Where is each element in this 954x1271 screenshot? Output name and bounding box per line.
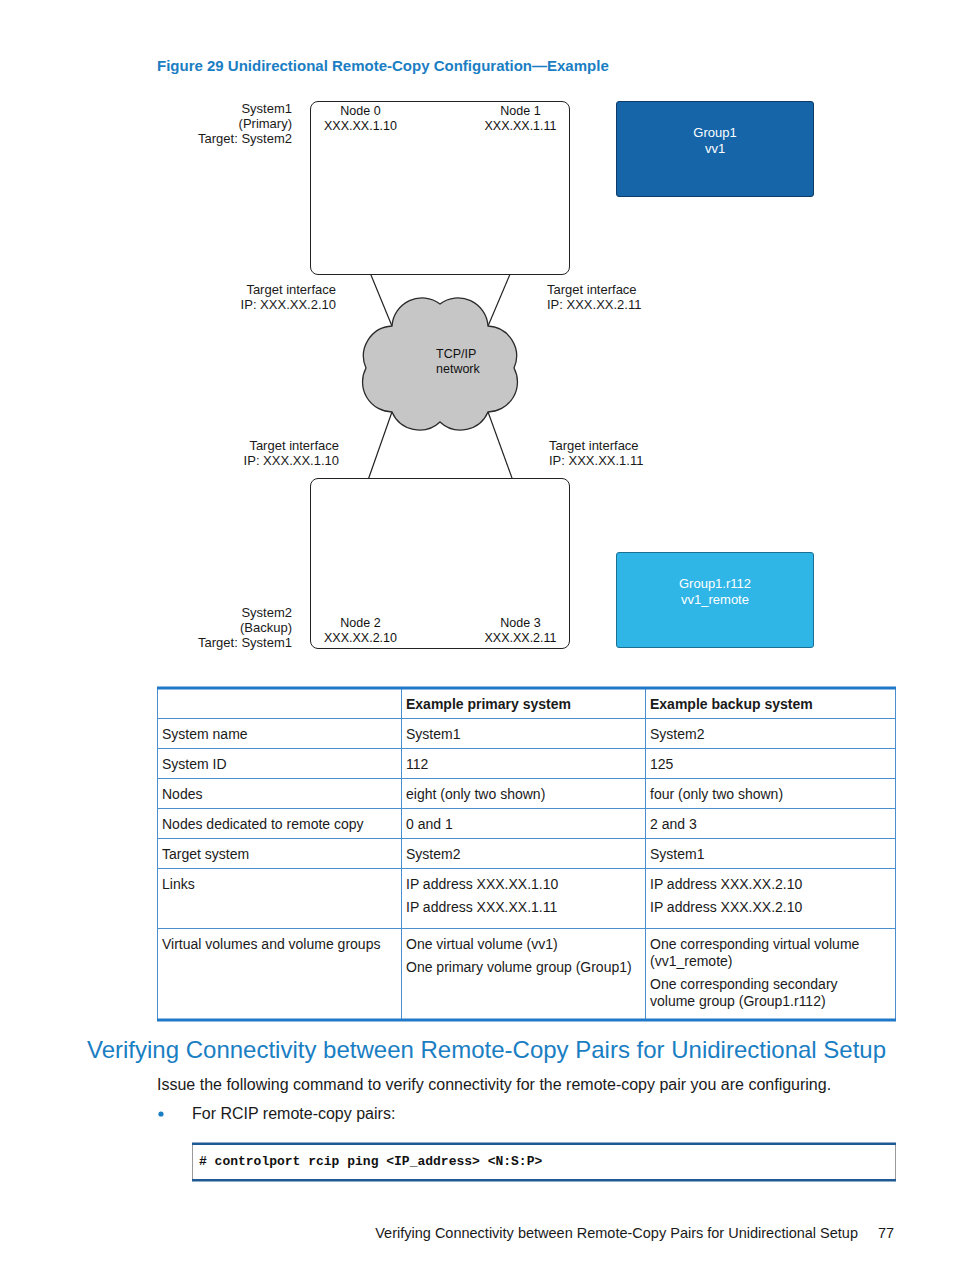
system-heading: System1 (Primary) Target: System2: [198, 101, 292, 146]
table-cell: One virtual volume (vv1) One primary volu…: [406, 936, 642, 976]
table-text: One corresponding secondary volume group…: [650, 976, 886, 1010]
table-cell: Links: [162, 876, 398, 893]
table-cell: Target system: [162, 846, 398, 863]
interface-label: Target interface IP: XXX.XX.1.11: [549, 438, 644, 468]
table-cell: System2: [406, 846, 642, 863]
volume-group-box: Group1.r112vv1_remote: [616, 552, 814, 648]
group-name: Group1.r112: [679, 576, 751, 592]
table-text: four (only two shown): [650, 786, 886, 803]
table-cell: Example backup system: [650, 696, 886, 713]
table-text: IP address XXX.XX.1.10: [406, 876, 642, 893]
table-text: IP address XXX.XX.1.11: [406, 899, 642, 916]
system-box: System2 (Backup) Target: System1Node 2XX…: [310, 478, 570, 649]
table-text: eight (only two shown): [406, 786, 642, 803]
table-cell: Nodes dedicated to remote copy: [162, 816, 398, 833]
ip-address: XXX.XX.1.10: [324, 119, 397, 134]
table-text: Nodes dedicated to remote copy: [162, 816, 398, 833]
section-heading: Verifying Connectivity between Remote-Co…: [87, 1036, 886, 1064]
table-text: System2: [406, 846, 642, 863]
table-text: Links: [162, 876, 398, 893]
table-cell: System1: [650, 846, 886, 863]
table-cell: System name: [162, 726, 398, 743]
server-node: Node 2XXX.XX.2.10: [313, 502, 409, 646]
table-text: One primary volume group (Group1): [406, 959, 642, 976]
table-text: 2 and 3: [650, 816, 886, 833]
body-text: Issue the following command to verify co…: [157, 1075, 831, 1094]
node-name: Node 2: [340, 616, 380, 631]
volume-name: vv1_remote: [681, 592, 749, 608]
table-cell: eight (only two shown): [406, 786, 642, 803]
table-text: One virtual volume (vv1): [406, 936, 642, 953]
table-header: Example primary system: [406, 696, 642, 713]
table-text: 125: [650, 756, 886, 773]
figure-title: Figure 29 Unidirectional Remote-Copy Con…: [157, 57, 609, 75]
node-name: Node 1: [500, 104, 540, 119]
server-node: Node 3XXX.XX.2.11: [473, 502, 569, 646]
group-name: Group1: [693, 125, 736, 141]
server-node: Node 0XXX.XX.1.10: [313, 104, 409, 250]
network-label: TCP/IP network: [436, 347, 444, 377]
bullet-text: For RCIP remote-copy pairs:: [192, 1104, 395, 1123]
command-line: # controlport rcip ping <IP_address> <N:…: [199, 1154, 542, 1170]
table-text: Virtual volumes and volume groups: [162, 936, 398, 953]
table-cell: 125: [650, 756, 886, 773]
table-cell: System1: [406, 726, 642, 743]
table-text: IP address XXX.XX.2.10: [650, 876, 886, 893]
table-cell: IP address XXX.XX.1.10 IP address XXX.XX.…: [406, 876, 642, 916]
table-cell: One corresponding virtual volume (vv1_re…: [650, 936, 886, 1010]
table-rule: [157, 687, 896, 690]
table-text: 0 and 1: [406, 816, 642, 833]
system-box: System1 (Primary) Target: System2Node 0X…: [310, 101, 570, 275]
table-cell: 2 and 3: [650, 816, 886, 833]
table-cell: four (only two shown): [650, 786, 886, 803]
code-box: [193, 1144, 896, 1181]
volume-group-box: Group1vv1: [616, 101, 814, 197]
table-text: System2: [650, 726, 886, 743]
node-name: Node 0: [340, 104, 380, 119]
table-rule: [157, 1019, 896, 1022]
code-box-rule: [192, 1143, 896, 1146]
table-text: System name: [162, 726, 398, 743]
table-cell: System2: [650, 726, 886, 743]
interface-label: Target interface IP: XXX.XX.2.10: [240, 282, 336, 312]
table-cell: Nodes: [162, 786, 398, 803]
ip-address: XXX.XX.2.10: [324, 631, 397, 646]
ip-address: XXX.XX.2.11: [484, 631, 556, 646]
table-cell: System ID: [162, 756, 398, 773]
table-text: System ID: [162, 756, 398, 773]
table-grid: [157, 688, 896, 1020]
table-text: System1: [406, 726, 642, 743]
table-text: One corresponding virtual volume (vv1_re…: [650, 936, 886, 970]
table-header: Example backup system: [650, 696, 886, 713]
server-node: Node 1XXX.XX.1.11: [473, 104, 569, 250]
table-cell: 112: [406, 756, 642, 773]
node-name: Node 3: [500, 616, 540, 631]
interface-label: Target interface IP: XXX.XX.2.11: [547, 282, 642, 312]
table-text: Nodes: [162, 786, 398, 803]
table-cell: 0 and 1: [406, 816, 642, 833]
bullet: [158, 1111, 163, 1116]
volume-name: vv1: [705, 141, 725, 157]
code-box-rule: [192, 1179, 896, 1182]
page-number: 77: [878, 1225, 894, 1242]
table-cell: Virtual volumes and volume groups: [162, 936, 398, 953]
interface-label: Target interface IP: XXX.XX.1.10: [243, 438, 339, 468]
table-text: Target system: [162, 846, 398, 863]
network-cloud: TCP/IP network: [352, 288, 528, 436]
table-text: 112: [406, 756, 642, 773]
table-cell: Example primary system: [406, 696, 642, 713]
page-footer: Verifying Connectivity between Remote-Co…: [375, 1225, 858, 1242]
table-cell: IP address XXX.XX.2.10 IP address XXX.XX.…: [650, 876, 886, 916]
system-heading: System2 (Backup) Target: System1: [198, 605, 292, 650]
ip-address: XXX.XX.1.11: [484, 119, 556, 134]
table-text: System1: [650, 846, 886, 863]
table-text: IP address XXX.XX.2.10: [650, 899, 886, 916]
